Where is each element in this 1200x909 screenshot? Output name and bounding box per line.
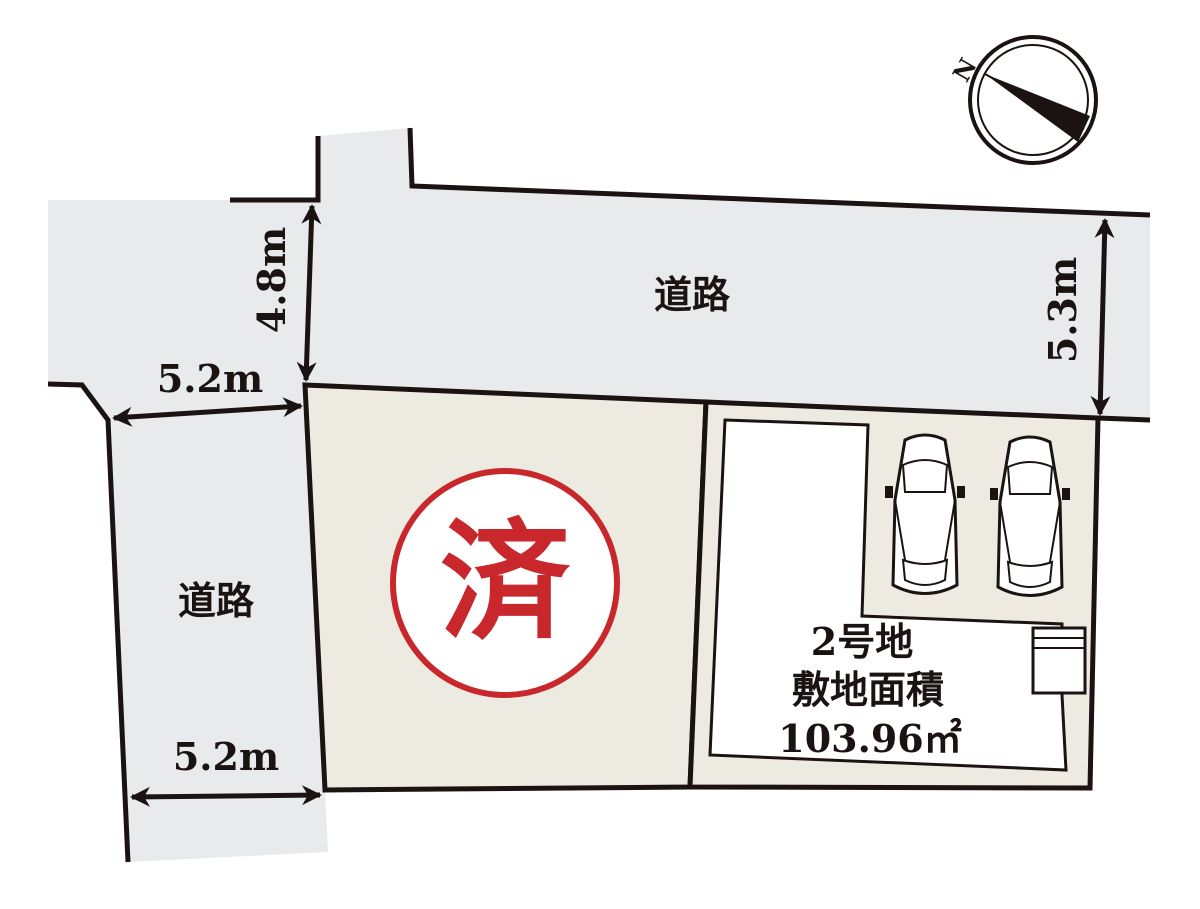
- road-label-left: 道路: [178, 578, 255, 623]
- dim-arrow-top-left: [296, 204, 322, 382]
- car-icon: [990, 435, 1070, 597]
- lot-2-area-value: 103.96㎡: [778, 716, 961, 761]
- road-edge-top-left: [230, 136, 321, 203]
- road-edge-top-right: [407, 127, 1151, 218]
- lot-2-name: 2号地: [811, 619, 913, 664]
- road-edge-left-outer: [47, 381, 131, 863]
- road-network: [47, 127, 1151, 863]
- road-top: [48, 128, 1150, 420]
- dim-arrow-left-upper: [112, 397, 303, 427]
- dimension-lines: [112, 204, 1115, 807]
- dim-arrow-top-right: [1090, 218, 1115, 416]
- sold-stamp-text: 済: [440, 505, 571, 658]
- sold-stamp: 済: [390, 468, 620, 698]
- road-left: [108, 385, 328, 862]
- dim-arrow-left-lower: [130, 785, 322, 807]
- car-icon: [885, 433, 965, 595]
- sold-stamp-circle: [390, 468, 620, 698]
- lots: [302, 382, 1101, 793]
- dim-label-top-left: 4.8m: [249, 227, 294, 333]
- dim-label-left-lower: 5.2m: [173, 734, 279, 779]
- dim-label-left-upper: 5.2m: [157, 356, 263, 401]
- dim-label-top-right: 5.3m: [1040, 257, 1085, 363]
- equipment-box: [1031, 626, 1087, 695]
- road-label-top: 道路: [654, 272, 731, 317]
- compass-ring-inner: [977, 44, 1089, 156]
- compass: N: [947, 35, 1098, 165]
- road-edge-bottom-right: [1097, 415, 1151, 423]
- compass-needle-shaft: [984, 73, 1085, 130]
- compass-needle-icon: [985, 74, 1090, 142]
- lot-2-area-label: 敷地面積: [792, 667, 944, 712]
